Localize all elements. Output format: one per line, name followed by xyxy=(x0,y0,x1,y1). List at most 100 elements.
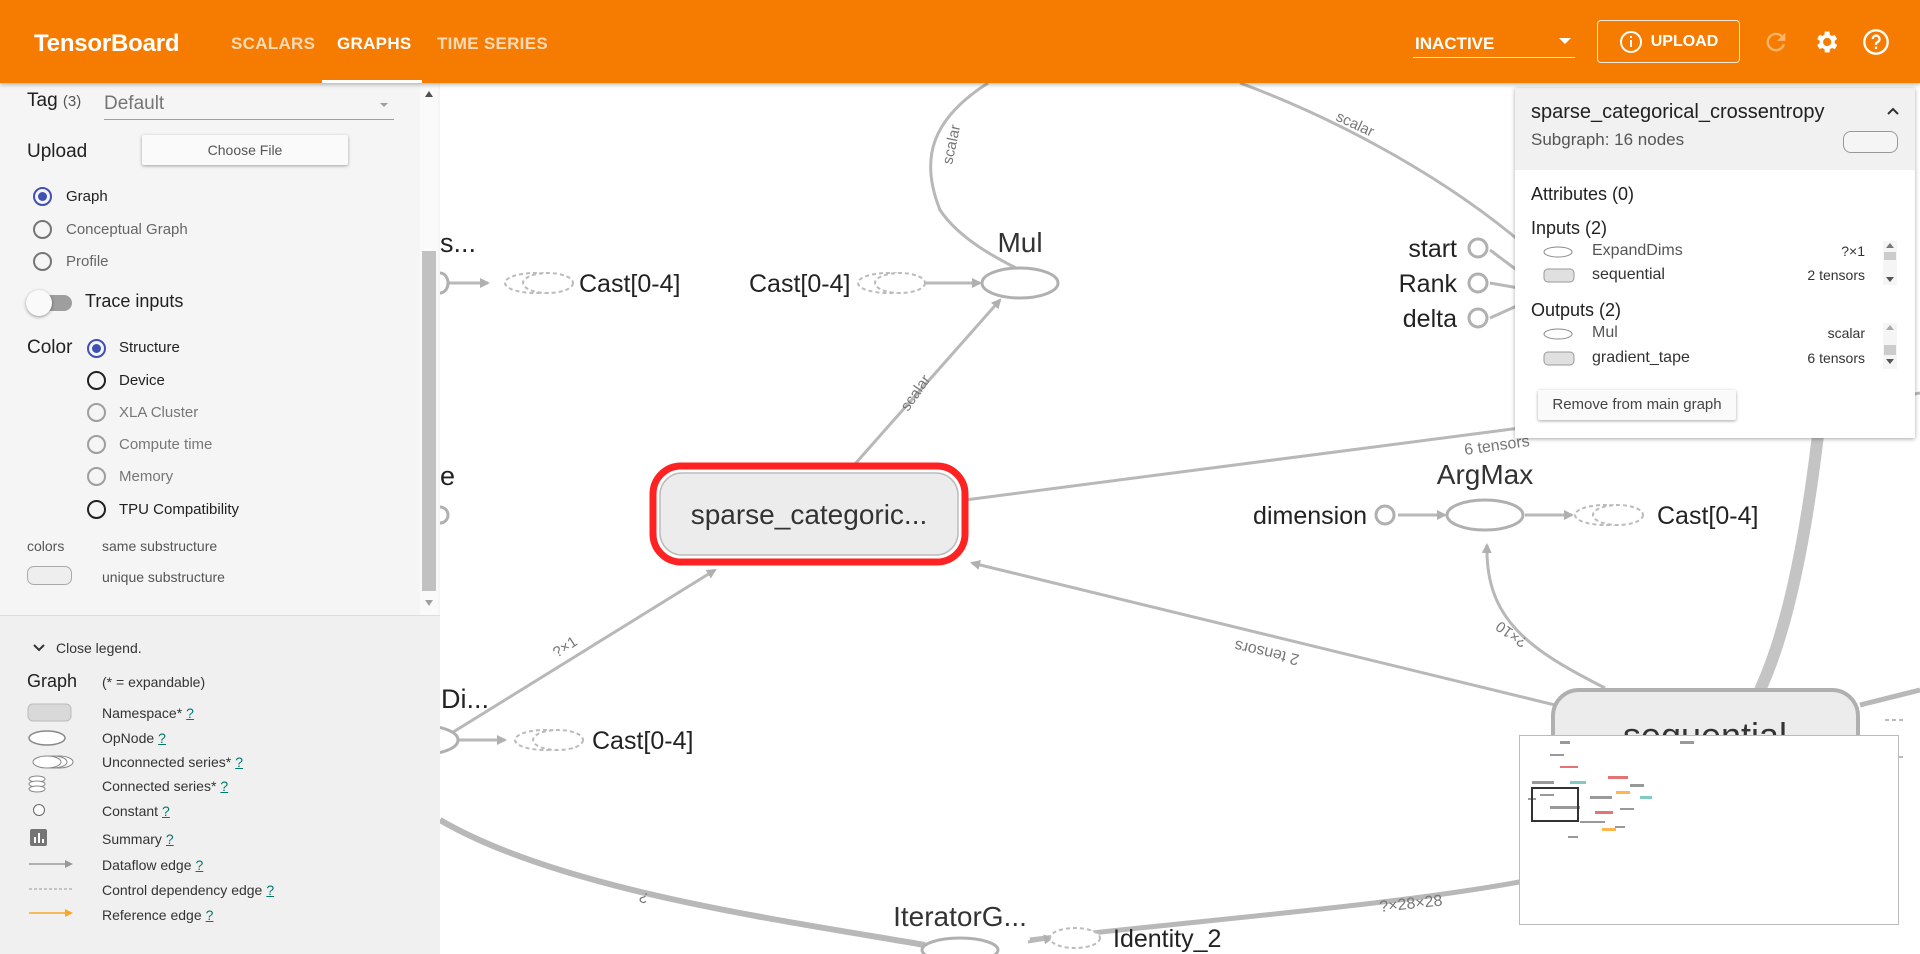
output-item-gradient-tape[interactable]: gradient_tape xyxy=(1592,349,1690,366)
scroll-up-arrow-icon[interactable] xyxy=(425,91,433,97)
dimension-label: dimension xyxy=(1253,502,1367,530)
namespace-icon xyxy=(1543,351,1575,366)
legend-expandable-note: (* = expandable) xyxy=(102,674,206,690)
namespace-icon xyxy=(1843,131,1898,153)
radio-profile[interactable] xyxy=(33,252,52,271)
radio-color-device[interactable] xyxy=(87,371,106,390)
input-item-sequential[interactable]: sequential xyxy=(1592,266,1665,283)
legend-item-summary: Summary? xyxy=(102,831,174,847)
tab-time-series[interactable]: TIME SERIES xyxy=(437,34,548,53)
edge-sequential-right xyxy=(1859,687,1920,708)
minimap-viewport[interactable] xyxy=(1531,787,1579,822)
delta-label: delta xyxy=(1403,305,1457,333)
radio-profile-label: Profile xyxy=(66,253,109,270)
edge-qx10 xyxy=(1481,543,1606,690)
minimap-svg[interactable] xyxy=(1520,736,1898,924)
sparse-categorical-node[interactable] xyxy=(659,472,959,556)
radio-color-compute-time[interactable] xyxy=(87,435,106,454)
run-status-select[interactable]: INACTIVE xyxy=(1413,26,1575,58)
radio-conceptual-graph[interactable] xyxy=(33,220,52,239)
radio-color-memory[interactable] xyxy=(87,467,106,486)
edge-label-scalar-mid: scalar xyxy=(897,372,934,415)
mul-label: Mul xyxy=(997,227,1042,258)
legend-item-opnode: OpNode? xyxy=(102,730,166,746)
upload-button[interactable]: UPLOAD xyxy=(1597,20,1740,63)
edge-label-scalar-right: scalar xyxy=(1333,108,1376,140)
tag-count: (3) xyxy=(62,93,82,110)
sidebar-scrollbar[interactable] xyxy=(420,83,438,615)
chevron-up-icon[interactable] xyxy=(1885,104,1901,120)
cast-label-b: Cast[0-4] xyxy=(749,270,850,298)
delta-const-node[interactable] xyxy=(1467,307,1489,329)
outputs-scrollbar[interactable] xyxy=(1883,323,1897,369)
settings-gear-icon[interactable] xyxy=(1812,28,1840,56)
chevron-down-icon xyxy=(1559,38,1571,44)
output-item-mul[interactable]: Mul xyxy=(1592,324,1618,341)
tab-scalars[interactable]: SCALARS xyxy=(231,34,316,53)
summary-icon xyxy=(30,829,47,846)
radio-color-structure[interactable] xyxy=(87,339,106,358)
identity-series-node[interactable] xyxy=(1049,927,1101,949)
info-card-header: sparse_categorical_crossentropy Subgraph… xyxy=(1515,88,1915,170)
iterator-node[interactable] xyxy=(920,936,1000,954)
info-icon xyxy=(1619,30,1642,53)
inputs-scrollbar[interactable] xyxy=(1883,241,1897,285)
inputs-header[interactable]: Inputs (2) xyxy=(1531,218,1608,238)
input-item-sequential-shape: 2 tensors xyxy=(1807,267,1865,283)
dimension-const-node[interactable] xyxy=(1374,504,1396,526)
tab-graphs[interactable]: GRAPHS xyxy=(337,34,412,53)
help-icon[interactable] xyxy=(1862,28,1890,56)
upload-label: Upload xyxy=(27,141,88,162)
mul-node[interactable] xyxy=(980,266,1060,300)
chevron-down-icon xyxy=(380,103,388,107)
tag-select[interactable]: Default xyxy=(104,88,394,120)
legend-item-unconnected-series: Unconnected series*? xyxy=(102,754,243,770)
attributes-header[interactable]: Attributes (0) xyxy=(1531,184,1635,204)
argmax-node[interactable] xyxy=(1445,498,1525,532)
unconnected-series-icon xyxy=(32,755,74,769)
chevron-down-icon[interactable] xyxy=(32,641,46,655)
namespace-icon xyxy=(1543,268,1575,283)
legend-item-dataflow-edge: Dataflow edge? xyxy=(102,857,204,873)
graph-minimap[interactable] xyxy=(1519,735,1899,925)
dataflow-edge-icon xyxy=(29,860,73,868)
cast-series-node-c-back xyxy=(1592,504,1644,526)
radio-color-tpu-compatibility-label: TPU Compatibility xyxy=(119,501,240,518)
truncated-node-e[interactable] xyxy=(440,505,450,525)
selected-node-highlight xyxy=(649,462,969,566)
same-substructure-label: same substructure xyxy=(102,538,218,554)
legend-item-constant: Constant? xyxy=(102,803,170,819)
scroll-down-arrow-icon[interactable] xyxy=(425,600,433,606)
app-title: TensorBoard xyxy=(34,30,180,57)
scrollbar-thumb[interactable] xyxy=(422,251,436,591)
truncated-node-label-e: e xyxy=(440,461,455,491)
truncated-node-s[interactable] xyxy=(440,271,450,295)
input-item-expanddims[interactable]: ExpandDims xyxy=(1592,242,1683,259)
rank-const-node[interactable] xyxy=(1467,272,1489,294)
choose-file-button[interactable]: Choose File xyxy=(142,135,348,165)
sparse-categorical-label: sparse_categoric... xyxy=(691,499,928,530)
namespace-icon xyxy=(27,703,72,722)
radio-color-tpu-compatibility[interactable] xyxy=(87,500,106,519)
opnode-icon xyxy=(28,730,66,746)
close-legend-link[interactable]: Close legend. xyxy=(56,640,142,656)
radio-color-xla-cluster[interactable] xyxy=(87,403,106,422)
radio-color-compute-time-label: Compute time xyxy=(119,436,213,453)
tag-label: Tag (3) xyxy=(27,90,82,111)
edge-scalar-top xyxy=(929,83,1021,272)
legend-graph-label: Graph xyxy=(27,671,78,691)
remove-from-main-graph-button[interactable]: Remove from main graph xyxy=(1538,390,1736,420)
outputs-header[interactable]: Outputs (2) xyxy=(1531,300,1622,320)
refresh-icon[interactable] xyxy=(1762,28,1790,56)
start-label: start xyxy=(1408,235,1457,263)
legend-item-connected-series: Connected series*? xyxy=(102,778,229,794)
control-dependency-edge-icon xyxy=(29,888,73,890)
truncated-node-label-di: lDi... xyxy=(440,684,489,714)
trace-inputs-toggle-knob[interactable] xyxy=(26,290,52,316)
truncated-node-di[interactable] xyxy=(440,725,460,755)
tag-value: Default xyxy=(104,93,165,114)
radio-graph[interactable] xyxy=(33,187,52,206)
output-item-gradient-tape-shape: 6 tensors xyxy=(1807,350,1865,366)
colors-label: colors xyxy=(27,538,65,554)
start-const-node[interactable] xyxy=(1467,237,1489,259)
